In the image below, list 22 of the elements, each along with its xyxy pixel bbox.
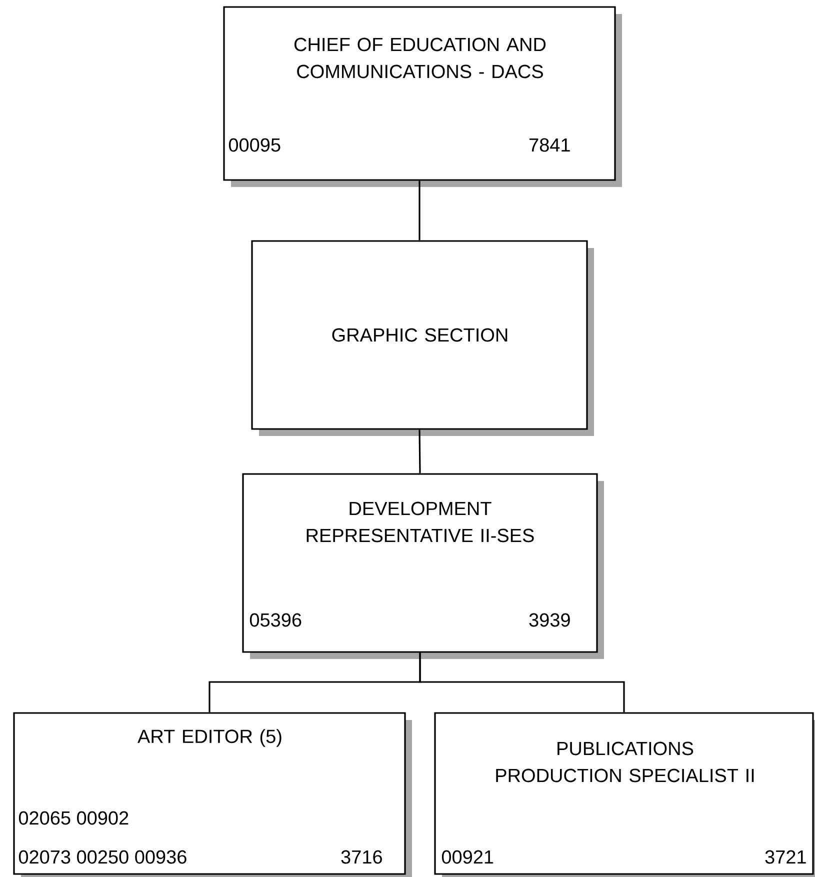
- position-number: 02065 00902: [18, 811, 128, 825]
- budget-number: 7841: [530, 138, 570, 152]
- budget-number: 3721: [765, 850, 806, 864]
- position-box: [251, 240, 594, 436]
- position-box: [13, 712, 412, 877]
- connector-line: [418, 180, 420, 240]
- position-number: 00921: [442, 850, 494, 864]
- budget-number: 3939: [529, 613, 570, 627]
- position-number: 02073 00250 00936: [18, 850, 186, 864]
- title-text: GRAPHIC SECTION: [332, 328, 508, 342]
- position-box: [434, 712, 815, 877]
- title-text: DEVELOPMENT REPRESENTATIVE II-SES: [306, 502, 534, 542]
- position-number: 05396: [250, 613, 302, 627]
- title-text: CHIEF OF EDUCATION AND COMMUNICATIONS - DACS: [294, 38, 546, 78]
- title-text: ART EDITOR (5): [138, 729, 282, 747]
- position-box: [223, 6, 622, 187]
- title-text: PUBLICATIONS PRODUCTION SPECIALIST II: [496, 742, 754, 782]
- position-box: [242, 473, 604, 659]
- position-number: 00095: [228, 138, 280, 152]
- connector-line: [419, 652, 625, 712]
- budget-number: 3716: [341, 850, 382, 864]
- connector-line: [418, 430, 421, 474]
